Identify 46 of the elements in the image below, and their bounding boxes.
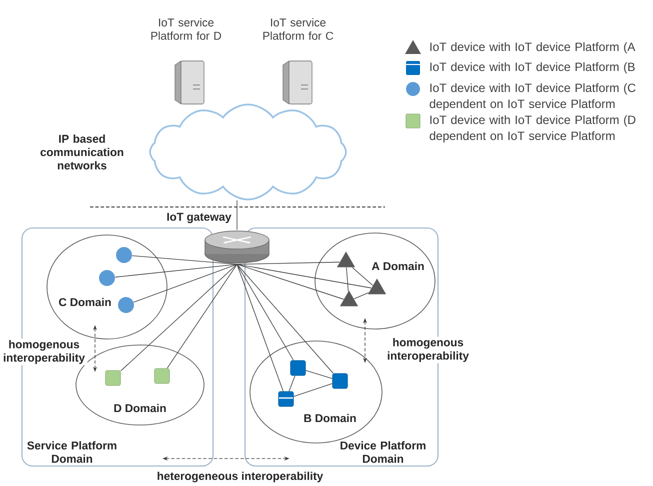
edge-label: heterogeneous interoperability (156, 470, 324, 484)
gateway-label: IoT gateway (167, 212, 232, 224)
edge-label: homogenous interoperability (0, 338, 88, 366)
legend-text: IoT device with IoT device Platform (B (430, 62, 635, 74)
connection-line (236, 262, 340, 265)
connection-line (305, 370, 333, 379)
device-circle (99, 270, 115, 286)
connection-line (236, 264, 344, 300)
device-triangle (340, 290, 358, 306)
device-triangle (368, 278, 386, 294)
device-circle (118, 297, 134, 313)
connection-line (236, 264, 334, 374)
domain-label: B Domain (304, 414, 356, 422)
connection-line (236, 264, 372, 288)
server-label: IoT service Platform for C (263, 18, 334, 40)
device-square (290, 360, 306, 376)
legend-text: IoT device with IoT device Platform (D dependent on IoT service Platform (430, 115, 636, 142)
connection-line (352, 267, 374, 286)
connection-line (132, 255, 238, 265)
domain-label: Device Platform Domain (340, 441, 426, 463)
legend-text: IoT device with IoT device Platform (A (430, 42, 636, 54)
server-label: IoT service Platform for D (151, 18, 222, 40)
domain-label: C Domain (59, 298, 111, 306)
device-square (105, 370, 121, 386)
device-circle (116, 247, 132, 263)
domain-label: D Domain (114, 404, 166, 412)
edge-label: homogenous interoperability (384, 336, 472, 364)
domain-label: Service Platform Domain (27, 441, 116, 463)
connection-line (236, 200, 238, 230)
connection-line (354, 292, 369, 300)
legend-text: IoT device with IoT device Platform (C dependent on IoT service Platform (430, 83, 636, 110)
device-triangle (336, 252, 356, 268)
connection-line (293, 383, 333, 397)
connection-line (236, 264, 294, 361)
device-square (278, 391, 294, 407)
connection-line (288, 375, 296, 392)
domain-label: A Domain (372, 262, 424, 270)
connection-line (166, 264, 238, 369)
connection-line (133, 264, 238, 302)
connection-line (120, 264, 238, 372)
device-square (332, 373, 348, 389)
network-label: IP based communication networks (40, 134, 124, 170)
connection-line (346, 267, 349, 292)
connection-line (114, 264, 238, 278)
connection-line (236, 264, 284, 392)
device-square (154, 368, 170, 384)
